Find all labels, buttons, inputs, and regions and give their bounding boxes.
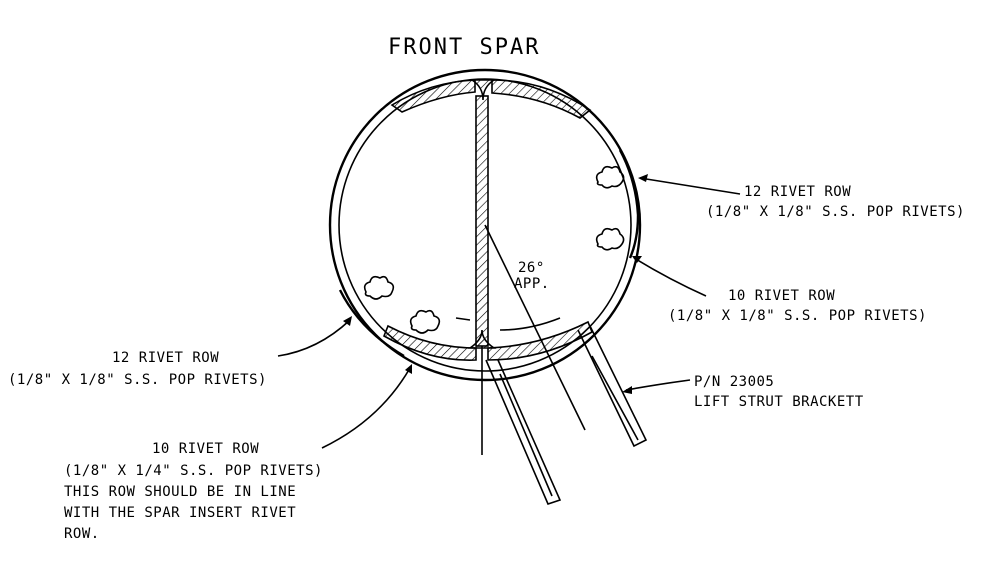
callout-bracket-line2: LIFT STRUT BRACKETT <box>694 394 864 410</box>
rivet-left-lower <box>409 309 441 334</box>
bracket-plate-right-inner <box>591 355 639 441</box>
drawing-title: FRONT SPAR <box>388 35 540 60</box>
angle-arc <box>499 317 561 331</box>
angle-reference-line <box>484 224 586 431</box>
bracket-plate-left-inner <box>499 373 553 497</box>
angle-value: 26° <box>518 260 545 276</box>
spar-bottom-junction <box>467 329 497 349</box>
callout-left-bottom-line4: WITH THE SPAR INSERT RIVET <box>64 505 296 521</box>
leader-right-top <box>639 177 741 195</box>
rivet-right-lower <box>595 227 625 251</box>
spar-bottom-flange-left <box>382 324 477 361</box>
bracket-plate-right-outer <box>577 325 648 448</box>
leader-right-mid <box>633 257 707 297</box>
callout-right-mid-line2: (1/8" X 1/8" S.S. POP RIVETS) <box>668 308 927 324</box>
arrowhead-bracket <box>622 386 632 394</box>
rivet-left-upper <box>363 275 395 300</box>
spar-web <box>475 95 489 347</box>
right-doubler-strip <box>618 149 640 259</box>
left-doubler-strip <box>338 289 405 358</box>
callout-right-mid-line1: 10 RIVET ROW <box>728 288 835 304</box>
arrowhead-right-mid <box>632 256 642 263</box>
inner-tube-wall <box>338 78 632 372</box>
callout-left-bottom-line5: ROW. <box>64 526 100 542</box>
callout-left-mid-line2: (1/8" X 1/8" S.S. POP RIVETS) <box>8 372 267 388</box>
outer-tube-wall <box>328 68 642 382</box>
leader-left-bottom <box>321 367 411 449</box>
spar-bottom-flange-right <box>487 320 594 361</box>
callout-right-top-line1: 12 RIVET ROW <box>744 184 851 200</box>
callout-left-bottom-line2: (1/8" X 1/4" S.S. POP RIVETS) <box>64 463 323 479</box>
callout-left-bottom-line3: THIS ROW SHOULD BE IN LINE <box>64 484 296 500</box>
rivet-right-upper <box>595 165 625 189</box>
arrowhead-left-mid <box>343 316 352 326</box>
angle-note: APP. <box>514 276 550 292</box>
arrowhead-right-top <box>638 174 648 182</box>
leader-left-mid <box>277 319 351 357</box>
arrowhead-left-bottom <box>405 364 412 374</box>
callout-right-top-line2: (1/8" X 1/8" S.S. POP RIVETS) <box>706 204 965 220</box>
spar-top-flange-right <box>491 79 592 119</box>
callout-left-bottom-line1: 10 RIVET ROW <box>152 441 259 457</box>
leader-bracket <box>625 379 691 391</box>
bracket-plate-left-outer <box>485 359 562 505</box>
callout-bracket-line1: P/N 23005 <box>694 374 774 390</box>
spar-top-flange-left <box>390 79 476 113</box>
angle-tick-left <box>455 317 471 321</box>
callout-left-mid-line1: 12 RIVET ROW <box>112 350 219 366</box>
